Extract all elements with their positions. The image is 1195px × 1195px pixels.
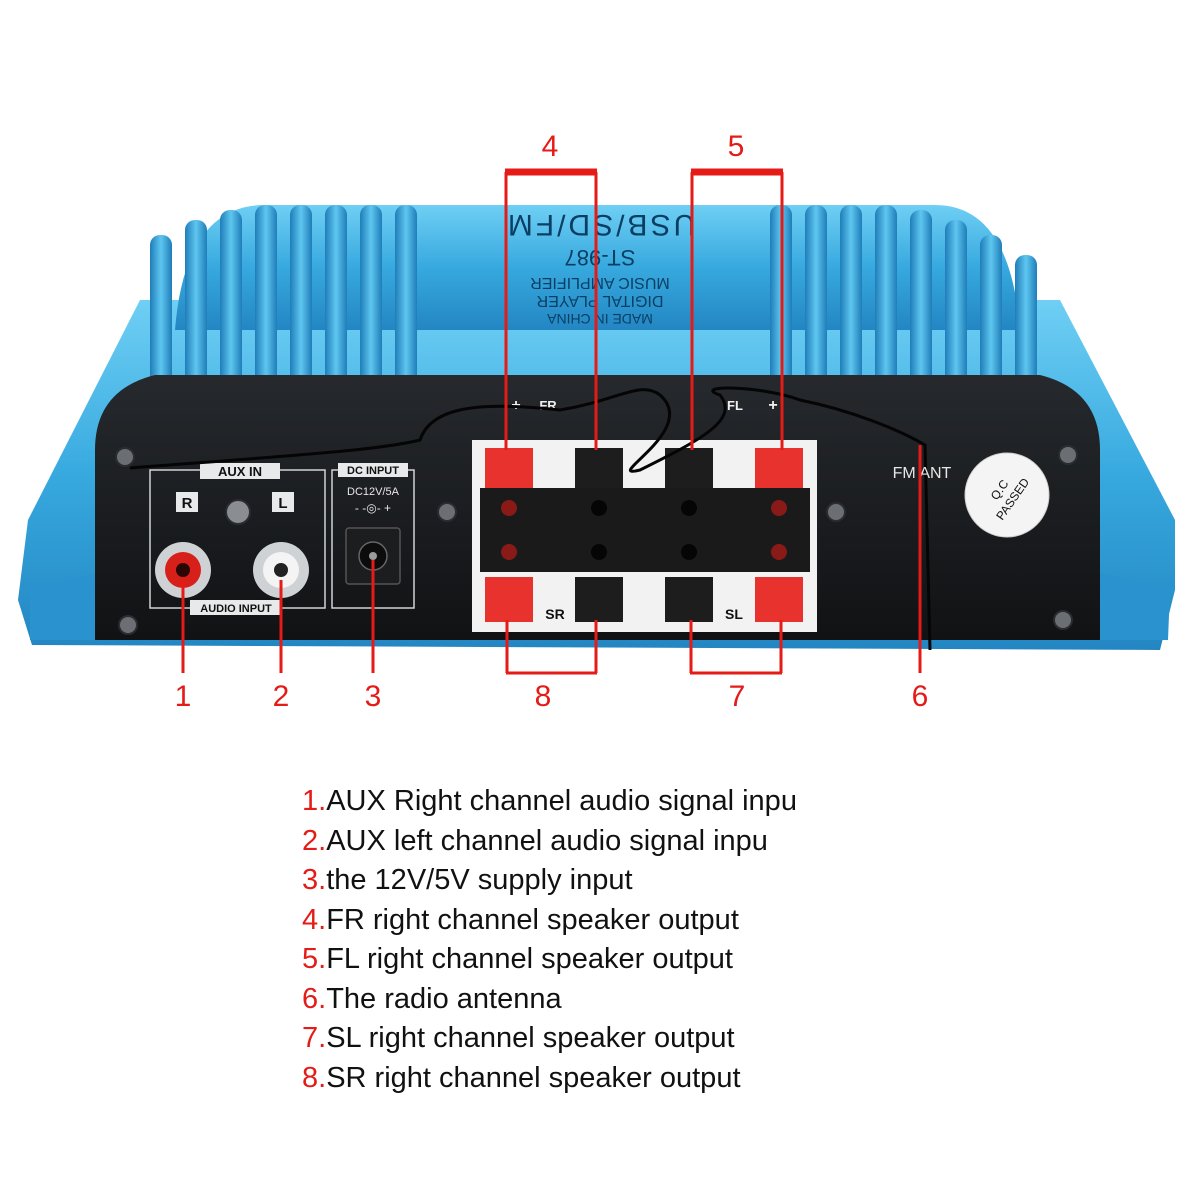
terminal-fr-plus[interactable] (485, 448, 533, 488)
callout-number-1: 1 (175, 680, 192, 713)
dc-input-block: DC INPUT DC12V/5A - -◎- + (331, 463, 415, 609)
top-line-2: DIGITAL PLAYER (537, 292, 664, 309)
legend-number: 8. (302, 1061, 327, 1094)
callout-number-7: 7 (729, 680, 746, 713)
model-text: ST-987 (565, 245, 636, 270)
panel-screws (115, 445, 1078, 635)
callout-number-3: 3 (365, 680, 382, 713)
top-label: USB/SD/FM ST-987 MUSIC AMPLIFIER DIGITAL… (505, 208, 695, 327)
top-line-1: MUSIC AMPLIFIER (530, 274, 670, 291)
fm-ant-label: FM ANT (893, 465, 952, 482)
dc-polarity-label: - -◎- + (355, 501, 391, 515)
dc-input-label: DC INPUT (347, 465, 399, 477)
callout-number-8: 8 (535, 680, 552, 713)
terminal-sr-plus[interactable] (485, 577, 533, 622)
speaker-terminal-block: SR SL + FR FL + (472, 397, 817, 632)
legend-item-5: 5.FL right channel speaker output (302, 940, 797, 980)
terminal-fl-label: FL (727, 398, 743, 413)
legend-number: 7. (302, 1022, 327, 1054)
legend-list: 1.AUX Right channel audio signal inpu 2.… (302, 782, 797, 1098)
channel-r-label: R (182, 495, 193, 512)
callout-lines (181, 168, 922, 675)
terminal-sr-label: SR (545, 606, 564, 622)
terminal-fl-plus-sign: + (768, 397, 777, 414)
legend-item-2: 2.AUX left channel audio signal inpu (302, 822, 797, 862)
legend-item-4: 4.FR right channel speaker output (302, 901, 797, 941)
legend-text: The radio antenna (326, 982, 562, 1015)
aux-in-block: AUX IN R L AUDIO INPUT (149, 463, 326, 615)
terminal-sl-minus[interactable] (665, 577, 713, 622)
terminal-sl-label: SL (725, 606, 743, 622)
heat-sink-fins (150, 205, 1037, 415)
legend-text: FL right channel speaker output (326, 943, 733, 975)
legend-text: AUX left channel audio signal inpu (326, 824, 768, 857)
legend-number: 6. (302, 982, 327, 1015)
legend-item-1: 1.AUX Right channel audio signal inpu (302, 782, 797, 822)
legend-text: AUX Right channel audio signal inpu (326, 785, 797, 817)
audio-input-label: AUDIO INPUT (200, 603, 272, 615)
legend-text: FR right channel speaker output (326, 903, 739, 936)
callout-number-6: 6 (912, 680, 929, 713)
legend-item-6: 6.The radio antenna (302, 980, 797, 1020)
top-brand-text: USB/SD/FM (505, 208, 695, 241)
legend-item-3: 3.the 12V/5V supply input (302, 861, 797, 901)
legend-text: the 12V/5V supply input (326, 864, 633, 896)
dc-rating-label: DC12V/5A (347, 486, 400, 498)
callout-number-5: 5 (728, 130, 745, 163)
legend-number: 3. (302, 864, 327, 896)
terminal-sl-plus[interactable] (755, 577, 803, 622)
antenna-wire (129, 386, 932, 651)
terminal-fr-minus[interactable] (575, 448, 623, 488)
legend-number: 2. (302, 824, 327, 857)
callout-number-2: 2 (273, 680, 290, 713)
callout-number-4: 4 (542, 130, 559, 163)
terminal-fl-plus[interactable] (755, 448, 803, 488)
legend-item-7: 7.SL right channel speaker output (302, 1019, 797, 1059)
channel-l-label: L (278, 495, 287, 512)
legend-text: SL right channel speaker output (326, 1022, 735, 1054)
legend-number: 1. (302, 785, 327, 817)
aux-in-label: AUX IN (218, 464, 262, 479)
top-line-3: MADE IN CHINA (546, 311, 652, 327)
legend-item-8: 8.SR right channel speaker output (302, 1059, 797, 1099)
terminal-sr-minus[interactable] (575, 577, 623, 622)
legend-text: SR right channel speaker output (326, 1061, 741, 1094)
legend-number: 5. (302, 943, 327, 975)
callout-numbers: 4 5 1 2 3 8 7 6 (175, 130, 929, 713)
legend-number: 4. (302, 903, 327, 936)
qc-passed-sticker: Q.C PASSED (964, 452, 1050, 538)
